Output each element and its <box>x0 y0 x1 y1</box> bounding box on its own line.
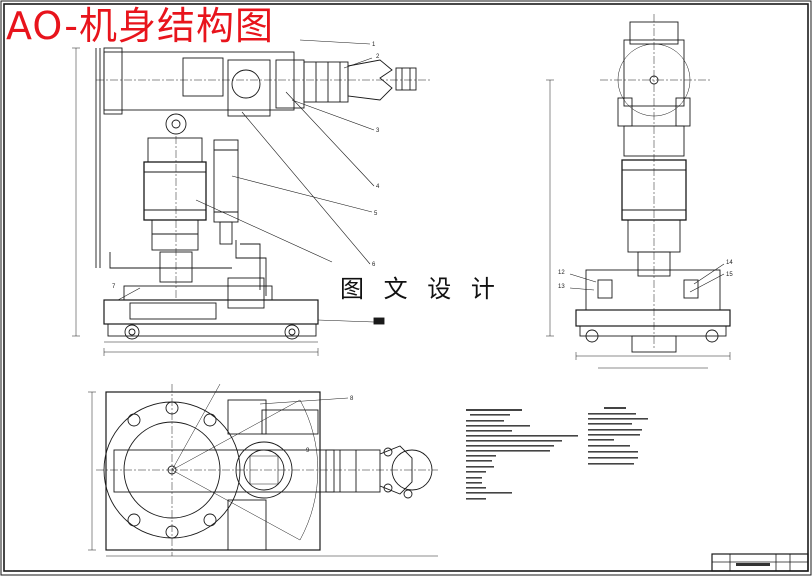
side-view <box>546 14 731 369</box>
front-air-pipes <box>109 240 267 296</box>
front-elbow-joint <box>165 113 187 135</box>
front-rotary-block <box>182 57 224 97</box>
drawing-title: AO-机身结构图 <box>6 4 275 48</box>
callout-9: 9 <box>306 448 310 454</box>
front-base-foot <box>107 323 317 337</box>
front-leader-lines <box>117 39 375 323</box>
callout-12: 12 <box>558 270 565 276</box>
sheet-inner-border <box>3 3 809 572</box>
callout-8: 8 <box>350 396 354 402</box>
top-bolt-hole <box>203 413 217 427</box>
side-foot-bolt-right <box>705 329 719 343</box>
top-wrist-ring-inner <box>243 449 285 491</box>
front-wrist-block <box>227 59 271 117</box>
front-arm-end <box>103 47 123 115</box>
callout-3: 3 <box>376 128 380 134</box>
top-base-plate <box>105 391 321 551</box>
callout-4: 4 <box>376 184 380 190</box>
callout-7: 7 <box>112 284 116 290</box>
front-motor-flange <box>151 219 199 251</box>
top-view <box>88 383 438 557</box>
side-column <box>637 251 671 277</box>
side-leader-lines <box>569 263 725 293</box>
title-block <box>711 553 809 572</box>
top-bolt-hole <box>127 413 141 427</box>
front-gripper-nut <box>395 67 417 91</box>
watermark: 图 文 设 计 <box>336 274 505 304</box>
callout-1: 1 <box>372 42 376 48</box>
front-view <box>72 39 430 356</box>
front-foot-bolt-left <box>124 324 140 340</box>
callout-15: 15 <box>726 272 733 278</box>
top-gripper-jaws <box>379 445 413 495</box>
callout-5: 5 <box>374 211 378 217</box>
callout-6: 6 <box>372 262 376 268</box>
front-foot-bolt-right <box>284 324 300 340</box>
top-gripper-cylinder <box>325 449 381 493</box>
front-wrist-joint <box>231 69 261 99</box>
side-motor-cap <box>623 125 685 157</box>
side-foot-bolt-left <box>585 329 599 343</box>
front-gripper-jaws <box>347 59 393 101</box>
top-arm-body <box>113 449 335 493</box>
top-valve-block <box>227 399 267 435</box>
front-label-box <box>373 317 385 325</box>
callout-14: 14 <box>726 260 733 266</box>
top-gripper-finger <box>391 449 433 491</box>
technical-notes <box>466 407 648 500</box>
callout-13: 13 <box>558 284 565 290</box>
front-valve-block <box>227 277 265 309</box>
callout-2: 2 <box>376 54 380 60</box>
top-bolt-hole <box>203 513 217 527</box>
top-bolt-hole <box>127 513 141 527</box>
top-swing-arc <box>171 399 319 541</box>
top-wrist-ring-outer <box>235 441 293 499</box>
